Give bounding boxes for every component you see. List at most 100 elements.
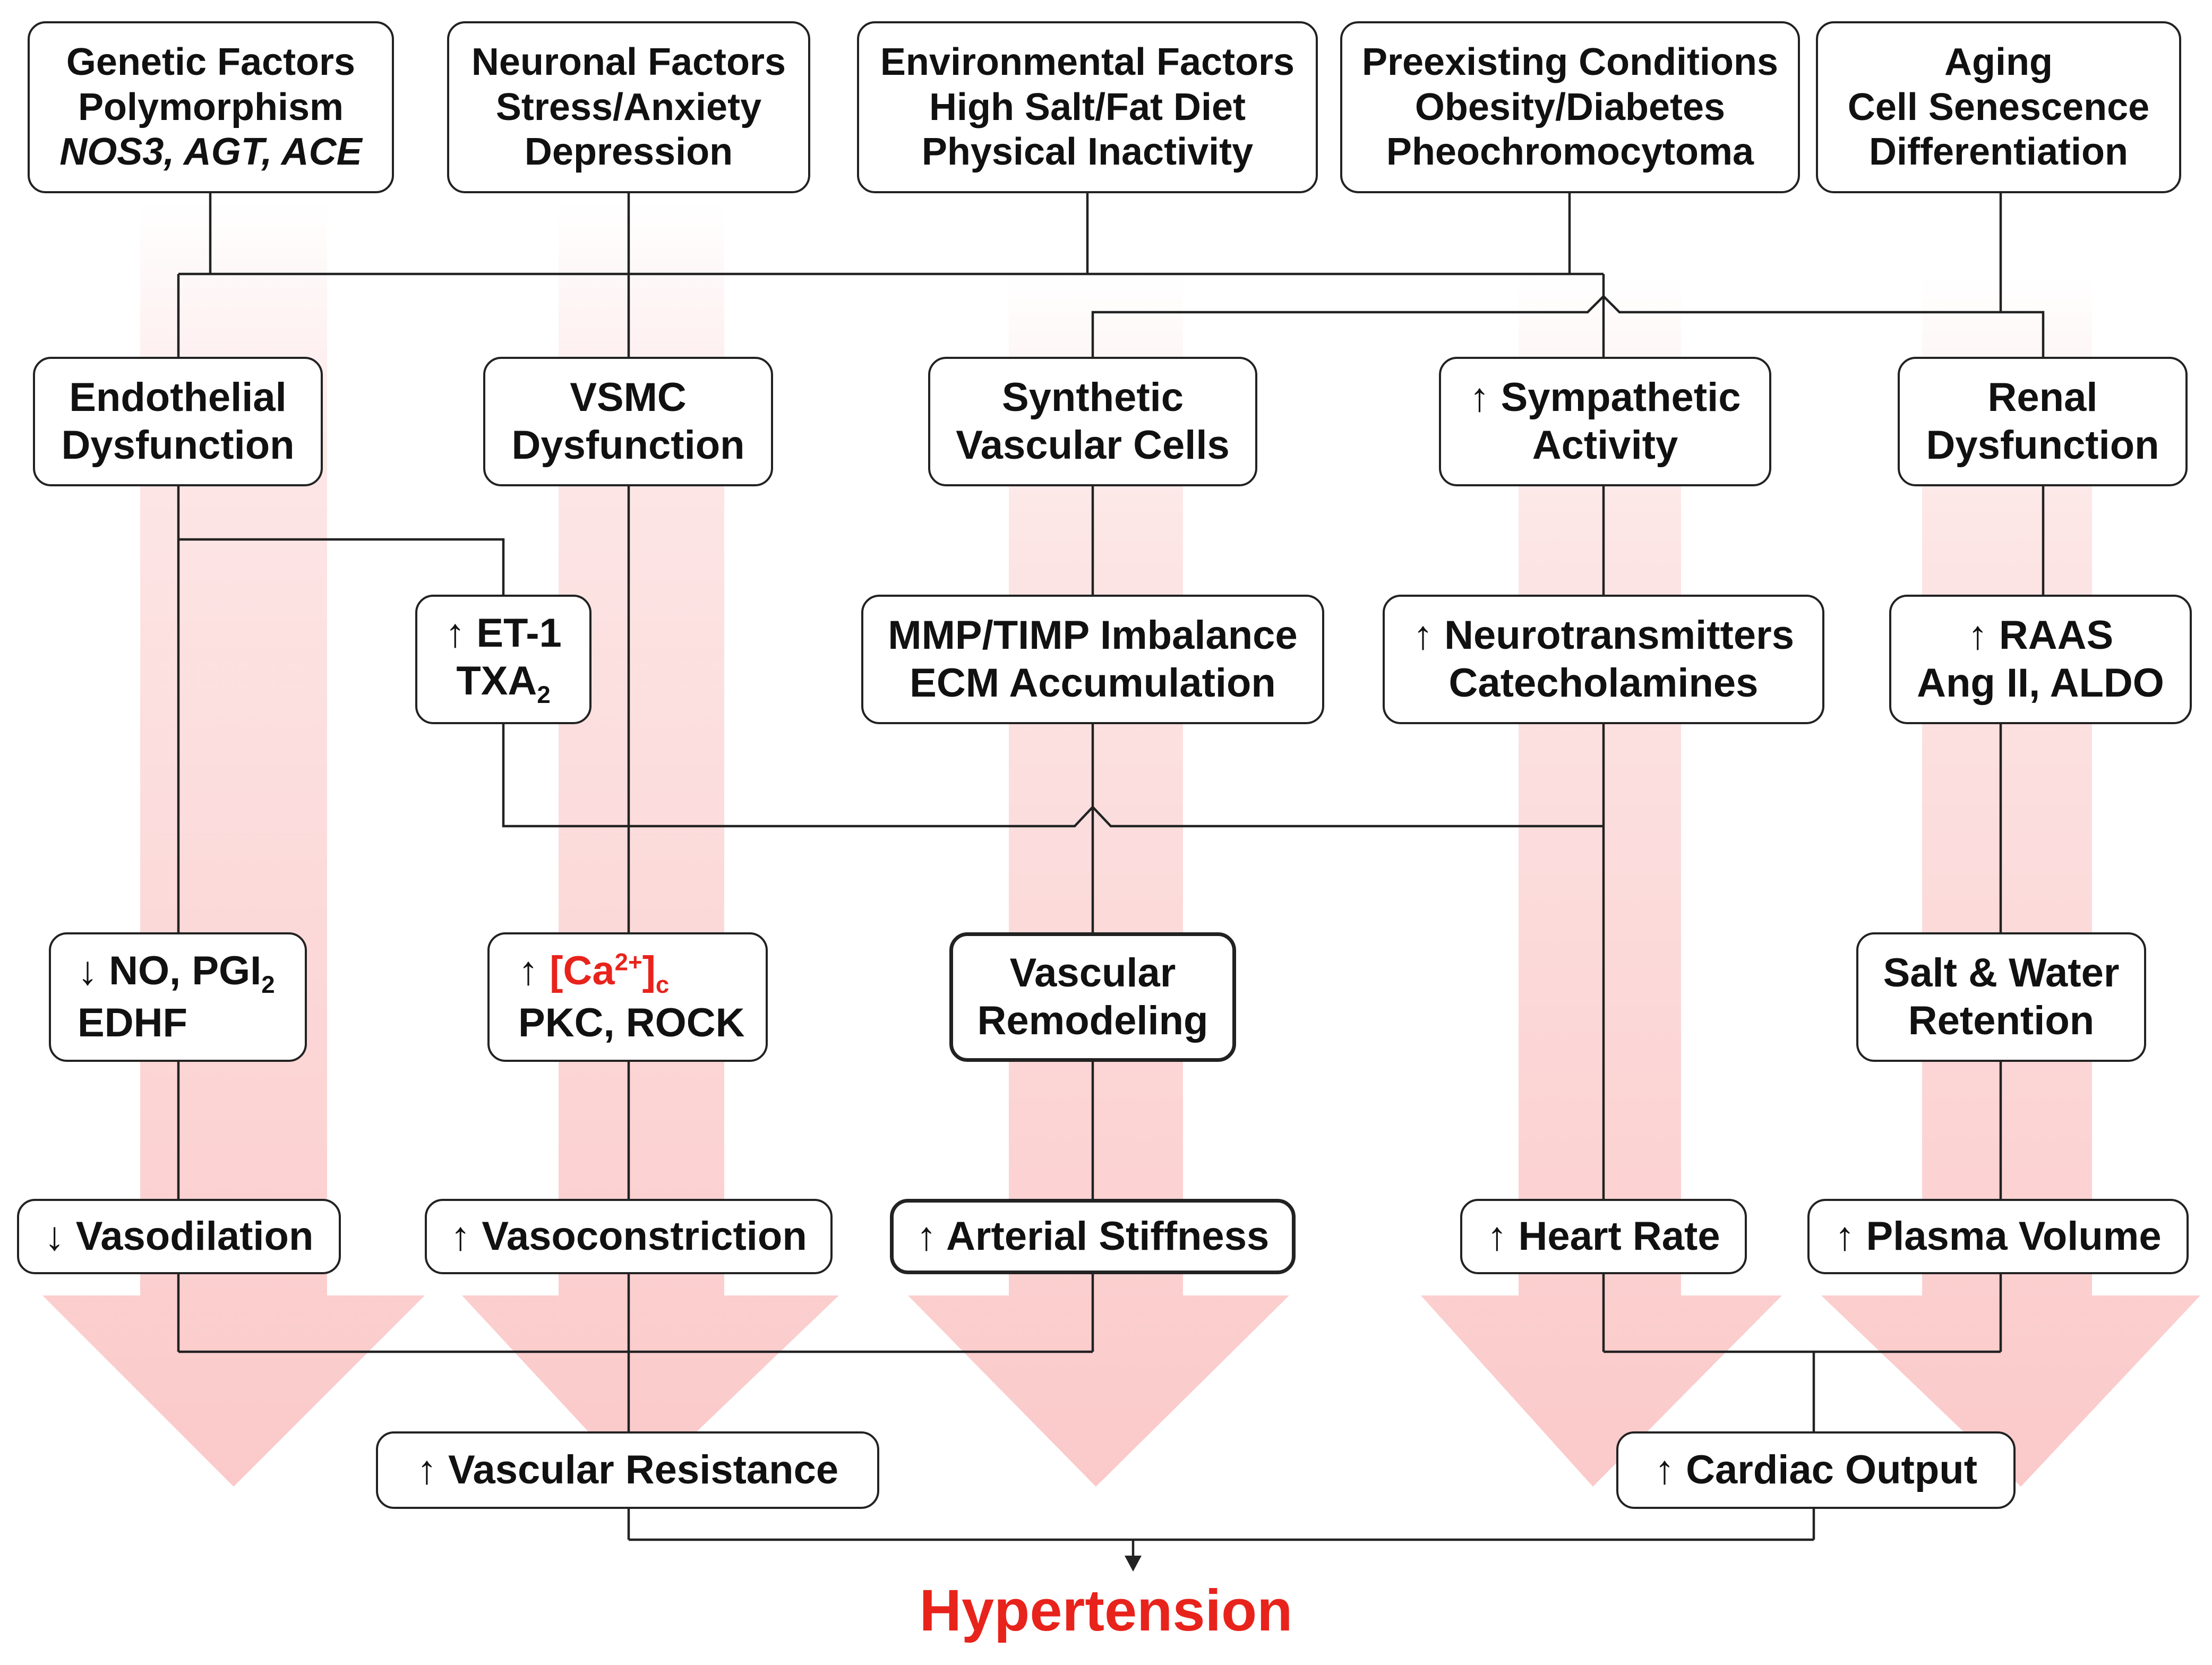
hypertension-title: Hypertension	[919, 1578, 1293, 1643]
box-line: Endothelial	[69, 375, 287, 420]
renal-dysfunction-box: Renal Dysfunction	[1898, 357, 2188, 486]
pink-arrow-synthetic	[908, 276, 1289, 1487]
up-arrow-icon: ↑	[1413, 613, 1434, 658]
box-line: Differentiation	[1868, 131, 2128, 174]
vascular-resistance-box: ↑ Vascular Resistance	[376, 1431, 879, 1509]
box-line: ↑ Vascular Resistance	[417, 1446, 838, 1494]
box-line: ↑ Sympathetic	[1469, 374, 1741, 422]
superscript: 2+	[614, 948, 642, 976]
calcium-label: [Ca2+]c	[550, 948, 669, 998]
box-line: Dysfunction	[511, 423, 745, 468]
box-line-text: Vasoconstriction	[482, 1214, 807, 1259]
up-arrow-icon: ↑	[1487, 1214, 1507, 1259]
vascular-remodeling-box: Vascular Remodeling	[949, 932, 1236, 1062]
box-line: ↑ Vasoconstriction	[450, 1213, 807, 1260]
box-line: Vascular	[1009, 950, 1176, 996]
neuronal-factors-box: Neuronal Factors Stress/Anxiety Depressi…	[447, 21, 810, 193]
box-line: Remodeling	[977, 998, 1208, 1043]
box-line: ↓ NO, PGI2	[78, 947, 275, 999]
sympathetic-activity-box: ↑ Sympathetic Activity	[1439, 357, 1771, 486]
box-line-text: [Ca	[550, 948, 615, 994]
box-line: Dysfunction	[61, 423, 295, 468]
down-arrow-icon: ↓	[78, 948, 98, 994]
pink-arrow-endothelial	[42, 202, 425, 1487]
box-line: ↑ Cardiac Output	[1654, 1446, 1977, 1494]
box-line: NOS3, AGT, ACE	[59, 131, 362, 174]
raas-box: ↑ RAAS Ang II, ALDO	[1889, 595, 2192, 724]
box-line: Neuronal Factors	[471, 40, 786, 83]
box-line: Vascular Cells	[956, 423, 1230, 468]
subscript: c	[655, 971, 670, 999]
box-line-text: Heart Rate	[1518, 1214, 1720, 1259]
up-arrow-icon: ↑	[416, 1447, 437, 1493]
neurotransmitters-box: ↑ Neurotransmitters Catecholamines	[1383, 595, 1824, 724]
box-line: ↑ Heart Rate	[1487, 1213, 1720, 1260]
box-line: TXA2	[456, 657, 550, 709]
preexisting-conditions-box: Preexisting Conditions Obesity/Diabetes …	[1340, 21, 1800, 193]
final-arrowhead	[1125, 1556, 1142, 1572]
box-line: Environmental Factors	[880, 40, 1295, 83]
box-line-text: Vascular Resistance	[448, 1447, 839, 1493]
box-line: PKC, ROCK	[518, 1000, 745, 1046]
background-arrows	[42, 202, 2200, 1487]
box-line: MMP/TIMP Imbalance	[888, 613, 1298, 658]
box-line: Genetic Factors	[66, 40, 356, 83]
calcium-pkc-rock-box: ↑ [Ca2+]c PKC, ROCK	[487, 932, 768, 1062]
box-line-text: ET-1	[476, 611, 562, 656]
up-arrow-icon: ↑	[1654, 1447, 1675, 1493]
box-line: ↑ Neurotransmitters	[1413, 612, 1794, 659]
no-pgi2-box: ↓ NO, PGI2 EDHF	[49, 932, 307, 1062]
mmp-timp-box: MMP/TIMP Imbalance ECM Accumulation	[861, 595, 1324, 724]
box-line: Ang II, ALDO	[1917, 660, 2164, 706]
up-arrow-icon: ↑	[445, 611, 466, 656]
box-line-text: TXA	[456, 658, 537, 703]
box-line: ↑ ET-1	[445, 610, 562, 657]
heart-rate-box: ↑ Heart Rate	[1460, 1199, 1747, 1274]
box-line: Polymorphism	[78, 85, 344, 128]
box-line-text: ]	[642, 948, 656, 994]
box-line: Aging	[1944, 40, 2053, 83]
aging-box: Aging Cell Senescence Differentiation	[1816, 21, 2181, 193]
pink-arrow-vsmc	[462, 202, 839, 1487]
box-line: Renal	[1987, 375, 2098, 420]
box-line: ↑ [Ca2+]c	[518, 947, 669, 999]
salt-water-retention-box: Salt & Water Retention	[1856, 932, 2146, 1062]
synthetic-vascular-cells-box: Synthetic Vascular Cells	[928, 357, 1257, 486]
box-line: Catecholamines	[1448, 660, 1759, 706]
box-line: Physical Inactivity	[921, 131, 1254, 174]
box-line-text: Sympathetic	[1501, 375, 1741, 420]
down-arrow-icon: ↓	[44, 1214, 65, 1259]
box-line: Pheochromocytoma	[1386, 131, 1754, 174]
box-line-text: NO, PGI	[109, 948, 262, 994]
up-arrow-icon: ↑	[450, 1214, 471, 1259]
box-line-text: Plasma Volume	[1866, 1214, 2162, 1259]
box-line-text: RAAS	[1999, 613, 2114, 658]
box-line: Depression	[524, 131, 733, 174]
up-arrow-icon: ↑	[518, 948, 538, 994]
cardiac-output-box: ↑ Cardiac Output	[1616, 1431, 2016, 1509]
pink-arrow-renal	[1821, 276, 2200, 1487]
box-line: Dysfunction	[1926, 423, 2159, 468]
box-line-text: Arterial Stiffness	[946, 1214, 1270, 1259]
genetic-factors-box: Genetic Factors Polymorphism NOS3, AGT, …	[28, 21, 394, 193]
box-line: ↑ RAAS	[1968, 612, 2113, 659]
box-line: Salt & Water	[1883, 950, 2120, 996]
box-line: VSMC	[570, 375, 687, 420]
box-line-text: Vasodilation	[75, 1214, 314, 1259]
box-line: ↑ Plasma Volume	[1834, 1213, 2161, 1260]
vasodilation-box: ↓ Vasodilation	[17, 1199, 341, 1274]
box-line: Activity	[1532, 423, 1678, 468]
subscript: 2	[261, 971, 275, 999]
up-arrow-icon: ↑	[916, 1214, 937, 1259]
box-line: Stress/Anxiety	[495, 85, 762, 128]
box-line-text: Neurotransmitters	[1444, 613, 1794, 658]
plasma-volume-box: ↑ Plasma Volume	[1807, 1199, 2189, 1274]
endothelial-dysfunction-box: Endothelial Dysfunction	[33, 357, 323, 486]
vasoconstriction-box: ↑ Vasoconstriction	[425, 1199, 833, 1274]
connector-lines	[177, 193, 2045, 1558]
box-line-text: Cardiac Output	[1686, 1447, 1978, 1493]
arterial-stiffness-box: ↑ Arterial Stiffness	[890, 1199, 1296, 1274]
pink-arrow-sympathetic	[1421, 276, 1782, 1487]
box-line: Synthetic	[1001, 375, 1184, 420]
